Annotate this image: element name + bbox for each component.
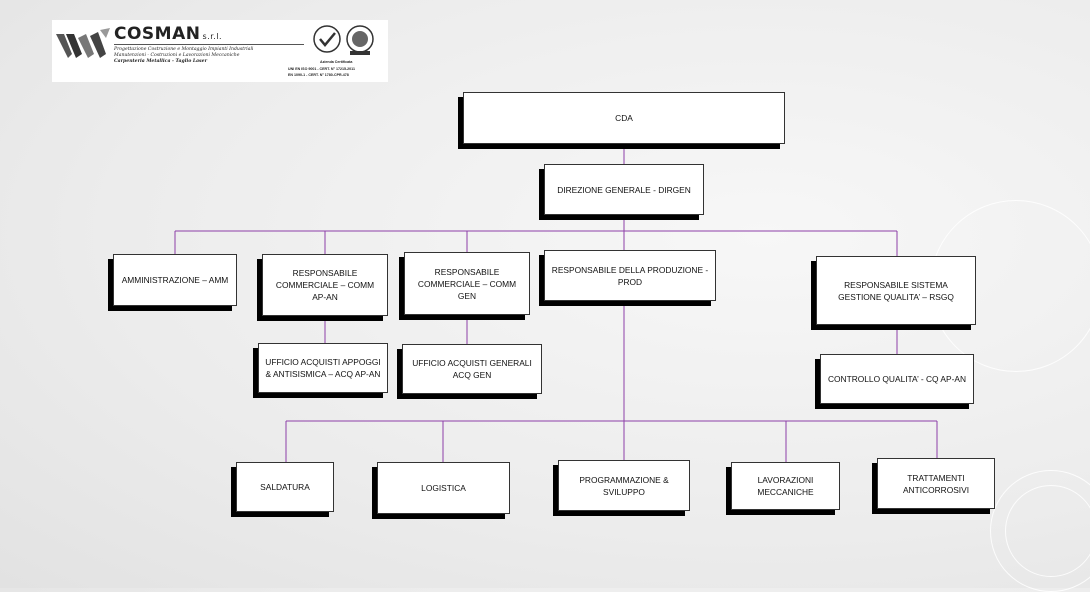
logo-divider [114, 44, 304, 45]
node-responsabile-commerciale-gen: RESPONSABILE COMMERCIALE – COMM GEN [404, 252, 530, 315]
node-controllo-qualita: CONTROLLO QUALITA’ - CQ AP-AN [820, 354, 974, 404]
cert-line-2: EN 1090-1 - CERT. N° 1780-CPR-478 [288, 73, 349, 77]
node-ufficio-acquisti-apan: UFFICIO ACQUISTI APPOGGI & ANTISISMICA –… [258, 343, 388, 393]
node-responsabile-produzione: RESPONSABILE DELLA PRODUZIONE - PROD [544, 250, 716, 301]
node-responsabile-qualita: RESPONSABILE SISTEMA GESTIONE QUALITA’ –… [816, 256, 976, 325]
logo-tagline-3: Carpenteria Metallica - Taglio Laser [114, 59, 207, 64]
logo-tagline-1: Progettazione Costruzione e Montaggio Im… [114, 47, 254, 52]
logo-tagline-2: Manutenzioni - Costruzioni e Lavorazioni… [114, 53, 240, 58]
node-trattamenti-anticorrosivi: TRATTAMENTI ANTICORROSIVI [877, 458, 995, 509]
node-ufficio-acquisti-generali: UFFICIO ACQUISTI GENERALI ACQ GEN [402, 344, 542, 394]
node-direzione-generale: DIREZIONE GENERALE - DIRGEN [544, 164, 704, 215]
cert-line-1: UNI EN ISO 9001 - CERT. N° 17215-2011 [288, 67, 355, 71]
node-saldatura: SALDATURA [236, 462, 334, 512]
background-circle [1005, 485, 1090, 577]
cert-title: Azienda Certificata [320, 60, 353, 64]
certification-seals-icon [313, 25, 374, 55]
cosman-logo-mark-icon [56, 28, 110, 58]
node-amministrazione: AMMINISTRAZIONE – AMM [113, 254, 237, 306]
node-programmazione-sviluppo: PROGRAMMAZIONE & SVILUPPO [558, 460, 690, 511]
node-responsabile-commerciale-apan: RESPONSABILE COMMERCIALE – COMM AP-AN [262, 254, 388, 316]
node-cda: CDA [463, 92, 785, 144]
node-lavorazioni-meccaniche: LAVORAZIONI MECCANICHE [731, 462, 840, 510]
node-logistica: LOGISTICA [377, 462, 510, 514]
